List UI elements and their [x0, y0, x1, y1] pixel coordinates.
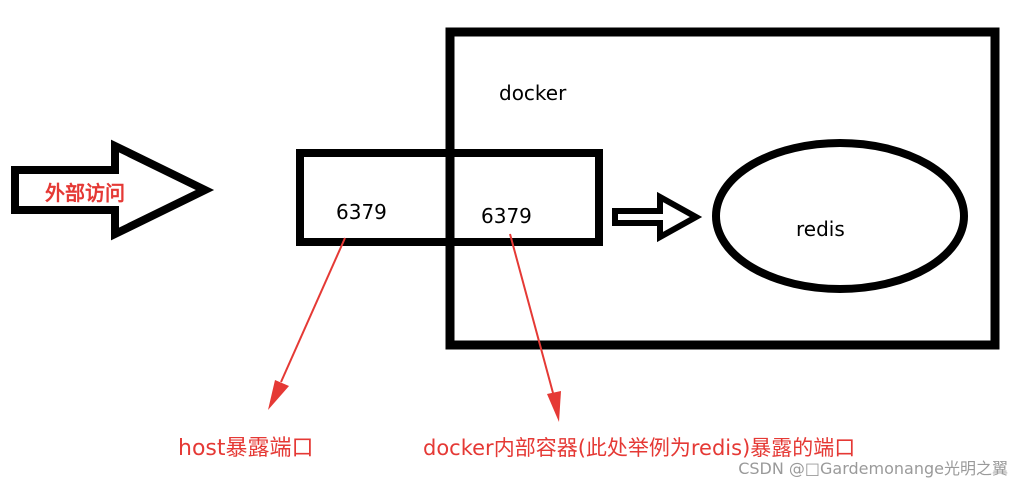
redis-ellipse [712, 139, 968, 293]
container-port-label: 6379 [481, 204, 532, 228]
host-port-pointer-line [280, 237, 346, 383]
redis-label: redis [796, 217, 845, 241]
host-exposed-port-label: host暴露端口 [178, 436, 314, 461]
container-exposed-port-label: docker内部容器(此处举例为redis)暴露的端口 [423, 436, 855, 460]
docker-label: docker [499, 81, 567, 105]
host-port-label: 6379 [336, 200, 387, 224]
docker-box [445, 27, 1000, 350]
external-access-arrow [11, 139, 215, 241]
container-port-pointer-line [509, 233, 554, 394]
host-port-pointer-head [268, 380, 289, 410]
csdn-watermark: CSDN @□Gardemonange光明之翼 [738, 459, 1008, 478]
port-mapping-box [296, 149, 603, 246]
port-to-redis-arrow [612, 191, 703, 243]
external-access-label: 外部访问 [45, 181, 125, 205]
container-port-pointer-head [547, 391, 561, 422]
